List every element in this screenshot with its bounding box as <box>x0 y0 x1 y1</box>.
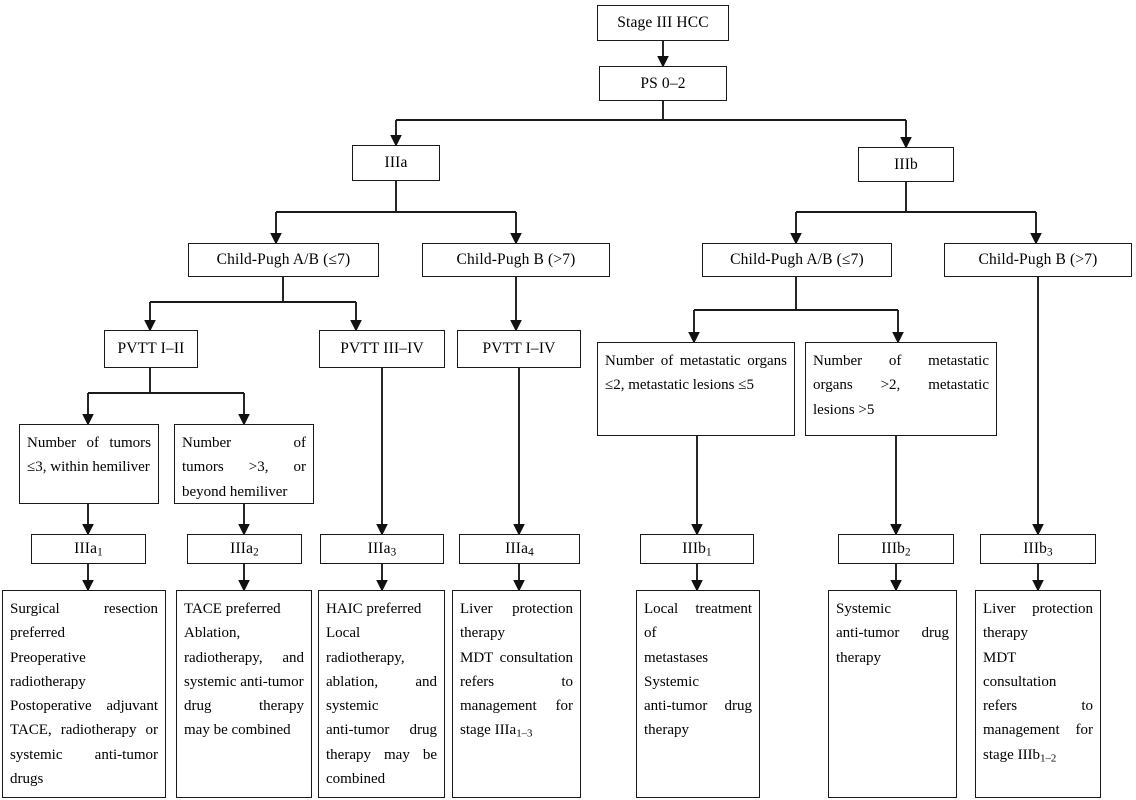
node-iiib[interactable]: IIIb <box>858 147 954 182</box>
treatment-line: Preoperative <box>10 649 86 666</box>
treatment-line: drugs <box>10 771 44 788</box>
treatment-line: management for <box>983 722 1093 739</box>
treatment-line: metastases <box>644 649 709 666</box>
node-stage-iiib2-label: IIIb2 <box>881 540 911 559</box>
treatment-line: ablation, and <box>326 673 437 690</box>
treatment-line: stage IIIb1–2 <box>983 746 1057 765</box>
treatment-line: systemic <box>326 698 379 715</box>
node-iiia[interactable]: IIIa <box>352 145 440 181</box>
node-performance-status-label: PS 0–2 <box>640 74 686 92</box>
treatment-line: stage IIIa1–3 <box>460 722 533 740</box>
node-treatment-iiia4[interactable]: Liver protection therapy MDT consultatio… <box>452 590 581 798</box>
node-stage-iiia1-label: IIIa1 <box>74 540 103 559</box>
treatment-line: HAIC preferred <box>326 601 422 617</box>
criteria-line: Number of tumors <box>27 435 151 451</box>
treatment-line: radiotherapy <box>10 673 86 690</box>
treatment-line: therapy <box>644 722 689 739</box>
node-stage-iiia4[interactable]: IIIa4 <box>459 534 580 564</box>
criteria-line: Number of metastatic organs <box>605 353 787 369</box>
treatment-line: combined <box>326 771 386 788</box>
node-pvtt-iii-iv[interactable]: PVTT III–IV <box>319 330 445 368</box>
node-metastasis-limited[interactable]: Number of metastatic organs ≤2, metastat… <box>597 342 795 436</box>
node-stage-iiib2[interactable]: IIIb2 <box>838 534 954 564</box>
treatment-line: TACE preferred <box>184 601 281 617</box>
treatment-line: Liver protection <box>460 601 573 617</box>
node-tumor-count-many[interactable]: Number of tumors >3, or beyond hemiliver <box>174 424 314 504</box>
criteria-line: organs >2, metastatic <box>813 377 989 394</box>
treatment-line: anti-tumor drug <box>836 625 949 642</box>
node-treatment-iiib2[interactable]: Systemic anti-tumor drug therapy <box>828 590 957 798</box>
node-child-pugh-b-left[interactable]: Child-Pugh B (>7) <box>422 243 610 277</box>
criteria-line: ≤2, metastatic lesions ≤5 <box>605 377 754 394</box>
node-stage-iii-hcc-label: Stage III HCC <box>617 14 709 32</box>
treatment-line: management for <box>460 698 573 715</box>
treatment-line: Liver protection <box>983 601 1093 617</box>
node-iiib-label: IIIb <box>894 155 918 173</box>
treatment-line: therapy may be <box>326 746 437 763</box>
node-pvtt-i-ii[interactable]: PVTT I–II <box>104 330 198 368</box>
node-metastasis-extensive[interactable]: Number of metastatic organs >2, metastat… <box>805 342 997 436</box>
node-pvtt-i-ii-label: PVTT I–II <box>117 340 185 358</box>
treatment-line: anti-tumor drug <box>326 722 437 739</box>
node-stage-iiib3-label: IIIb3 <box>1023 540 1053 559</box>
node-pvtt-iii-iv-label: PVTT III–IV <box>340 340 424 358</box>
node-child-pugh-ab-left[interactable]: Child-Pugh A/B (≤7) <box>188 243 379 277</box>
node-stage-iiib3[interactable]: IIIb3 <box>980 534 1096 564</box>
node-treatment-iiia2[interactable]: TACE preferred Ablation, radiotherapy, a… <box>176 590 312 798</box>
treatment-line: Local <box>326 625 361 642</box>
node-treatment-iiib3[interactable]: Liver protection therapy MDT consultatio… <box>975 590 1101 798</box>
criteria-line: lesions >5 <box>813 401 875 418</box>
node-stage-iiia3-label: IIIa3 <box>367 540 397 559</box>
treatment-line: Systemic <box>836 601 891 617</box>
treatment-line: anti-tumor drug <box>644 698 752 715</box>
treatment-line: systemic anti-tumor <box>10 746 158 763</box>
criteria-line: Number of metastatic <box>813 353 989 369</box>
node-stage-iiib1[interactable]: IIIb1 <box>640 534 754 564</box>
treatment-line: systemic anti-tumor <box>184 673 304 690</box>
node-iiia-label: IIIa <box>384 154 408 172</box>
node-treatment-iiia1[interactable]: Surgical resection preferred Preoperativ… <box>2 590 166 798</box>
treatment-line: therapy <box>983 625 1028 642</box>
treatment-line: Ablation, <box>184 625 241 642</box>
treatment-line: radiotherapy, and <box>184 649 304 666</box>
treatment-line: preferred <box>10 625 65 642</box>
node-child-pugh-ab-right[interactable]: Child-Pugh A/B (≤7) <box>702 243 892 277</box>
node-child-pugh-ab-left-label: Child-Pugh A/B (≤7) <box>216 251 351 269</box>
treatment-line: therapy <box>460 625 505 642</box>
node-child-pugh-b-right[interactable]: Child-Pugh B (>7) <box>944 243 1132 277</box>
criteria-line: Number of <box>182 435 306 451</box>
node-tumor-count-few[interactable]: Number of tumors ≤3, within hemiliver <box>19 424 159 504</box>
node-pvtt-i-iv[interactable]: PVTT I–IV <box>457 330 581 368</box>
node-child-pugh-b-left-label: Child-Pugh B (>7) <box>456 251 576 269</box>
criteria-line: beyond hemiliver <box>182 483 288 500</box>
treatment-line: refers to <box>983 698 1093 715</box>
node-stage-iiia2-label: IIIa2 <box>230 540 259 559</box>
node-stage-iiib1-label: IIIb1 <box>682 540 712 559</box>
treatment-line: may be combined <box>184 722 291 739</box>
treatment-line: Local treatment of <box>644 601 752 642</box>
criteria-line: ≤3, within hemiliver <box>27 459 150 476</box>
treatment-line: Systemic <box>644 673 699 690</box>
node-treatment-iiib1[interactable]: Local treatment of metastases Systemic a… <box>636 590 760 798</box>
node-child-pugh-b-right-label: Child-Pugh B (>7) <box>978 251 1098 269</box>
treatment-line: MDT consultation <box>983 649 1057 690</box>
treatment-line: drug therapy <box>184 698 304 715</box>
node-treatment-iiia3[interactable]: HAIC preferred Local radiotherapy, ablat… <box>318 590 445 798</box>
treatment-line: refers to <box>460 673 573 690</box>
node-performance-status[interactable]: PS 0–2 <box>599 66 727 101</box>
treatment-line: Surgical resection <box>10 601 158 617</box>
treatment-line: Postoperative adjuvant <box>10 698 158 715</box>
node-child-pugh-ab-right-label: Child-Pugh A/B (≤7) <box>730 251 864 269</box>
node-stage-iiia3[interactable]: IIIa3 <box>320 534 444 564</box>
node-stage-iiia4-label: IIIa4 <box>505 540 534 559</box>
node-pvtt-i-iv-label: PVTT I–IV <box>482 340 556 358</box>
treatment-line: MDT consultation <box>460 649 573 666</box>
treatment-line: therapy <box>836 649 881 666</box>
treatment-line: TACE, radiotherapy or <box>10 722 158 739</box>
node-stage-iiia2[interactable]: IIIa2 <box>187 534 302 564</box>
criteria-line: tumors >3, or <box>182 459 306 476</box>
treatment-line: radiotherapy, <box>326 649 405 666</box>
node-stage-iiia1[interactable]: IIIa1 <box>31 534 146 564</box>
node-stage-iii-hcc[interactable]: Stage III HCC <box>597 5 729 41</box>
